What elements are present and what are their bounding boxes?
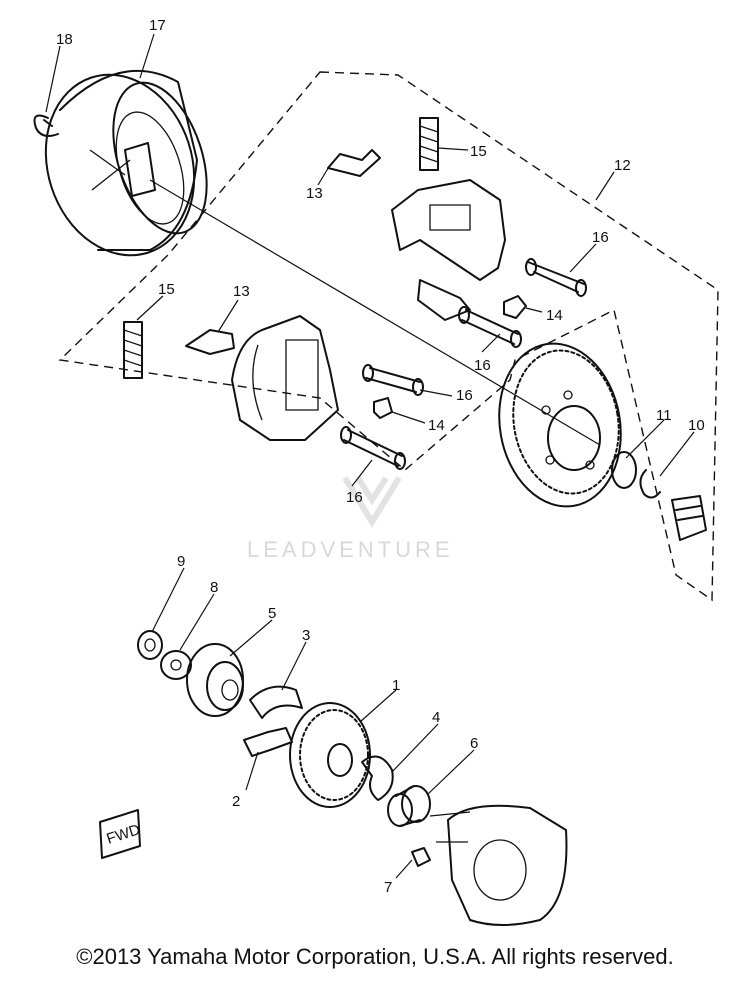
label-17: 17 (149, 17, 166, 34)
pin-16a (525, 258, 587, 297)
retainer-5 (186, 643, 244, 717)
label-12: 12 (614, 157, 631, 174)
block-14-upper (503, 295, 527, 319)
primary-gear (498, 342, 622, 508)
label-6: 6 (470, 735, 478, 752)
label-5: 5 (268, 605, 276, 622)
cam-3 (249, 685, 303, 719)
label-3: 3 (302, 627, 310, 644)
label-13-lower: 13 (233, 283, 250, 300)
label-15-upper: 15 (470, 143, 487, 160)
bushing-6 (387, 785, 431, 827)
spring-lower (123, 321, 143, 379)
splined-shaft (671, 495, 707, 541)
block-14-lower (373, 397, 393, 419)
pin-16c (362, 364, 424, 396)
cam-2 (243, 727, 293, 757)
label-18: 18 (56, 31, 73, 48)
label-8: 8 (210, 579, 218, 596)
label-14-lower: 14 (428, 417, 445, 434)
fwd-mark-text: FWD (105, 821, 143, 848)
washer-11 (611, 451, 637, 489)
gear-1 (289, 702, 371, 808)
crank-web (429, 804, 568, 926)
collar-9 (137, 630, 163, 660)
label-16-d: 16 (346, 489, 363, 506)
watermark-text: LEADVENTURE (247, 537, 454, 562)
spring-upper (419, 117, 439, 171)
fwd-mark: FWD (99, 809, 143, 859)
washer-4 (361, 755, 394, 801)
label-16-a: 16 (592, 229, 609, 246)
part-number-labels: 18 17 15 13 12 16 14 16 15 13 16 14 16 1… (56, 17, 705, 896)
label-11: 11 (656, 407, 672, 424)
washer-8 (160, 650, 192, 680)
clutch-drum (44, 69, 208, 257)
assembly-boundary (58, 71, 719, 602)
label-7: 7 (384, 879, 392, 896)
leader-lines (45, 33, 695, 879)
label-9: 9 (177, 553, 185, 570)
label-13-upper: 13 (306, 185, 323, 202)
clutch-shoe-lower (231, 315, 339, 441)
spring-plate-upper (327, 149, 381, 177)
copyright-notice: ©2013 Yamaha Motor Corporation, U.S.A. A… (76, 944, 674, 969)
label-16-b: 16 (474, 357, 491, 374)
key-7 (411, 847, 431, 867)
label-1: 1 (392, 677, 400, 694)
pin-16d (340, 426, 406, 470)
pin-16b (458, 306, 522, 348)
clutch-shoe-upper (391, 179, 506, 321)
label-15-lower: 15 (158, 281, 175, 298)
label-14-upper: 14 (546, 307, 563, 324)
label-16-c: 16 (456, 387, 473, 404)
circlip (33, 114, 59, 137)
watermark: LEADVENTURE (247, 476, 454, 562)
label-4: 4 (432, 709, 440, 726)
spring-plate-lower (185, 329, 235, 355)
label-10: 10 (688, 417, 705, 434)
center-axis-line (149, 179, 601, 446)
circlip-10 (639, 469, 661, 499)
label-2: 2 (232, 793, 240, 810)
